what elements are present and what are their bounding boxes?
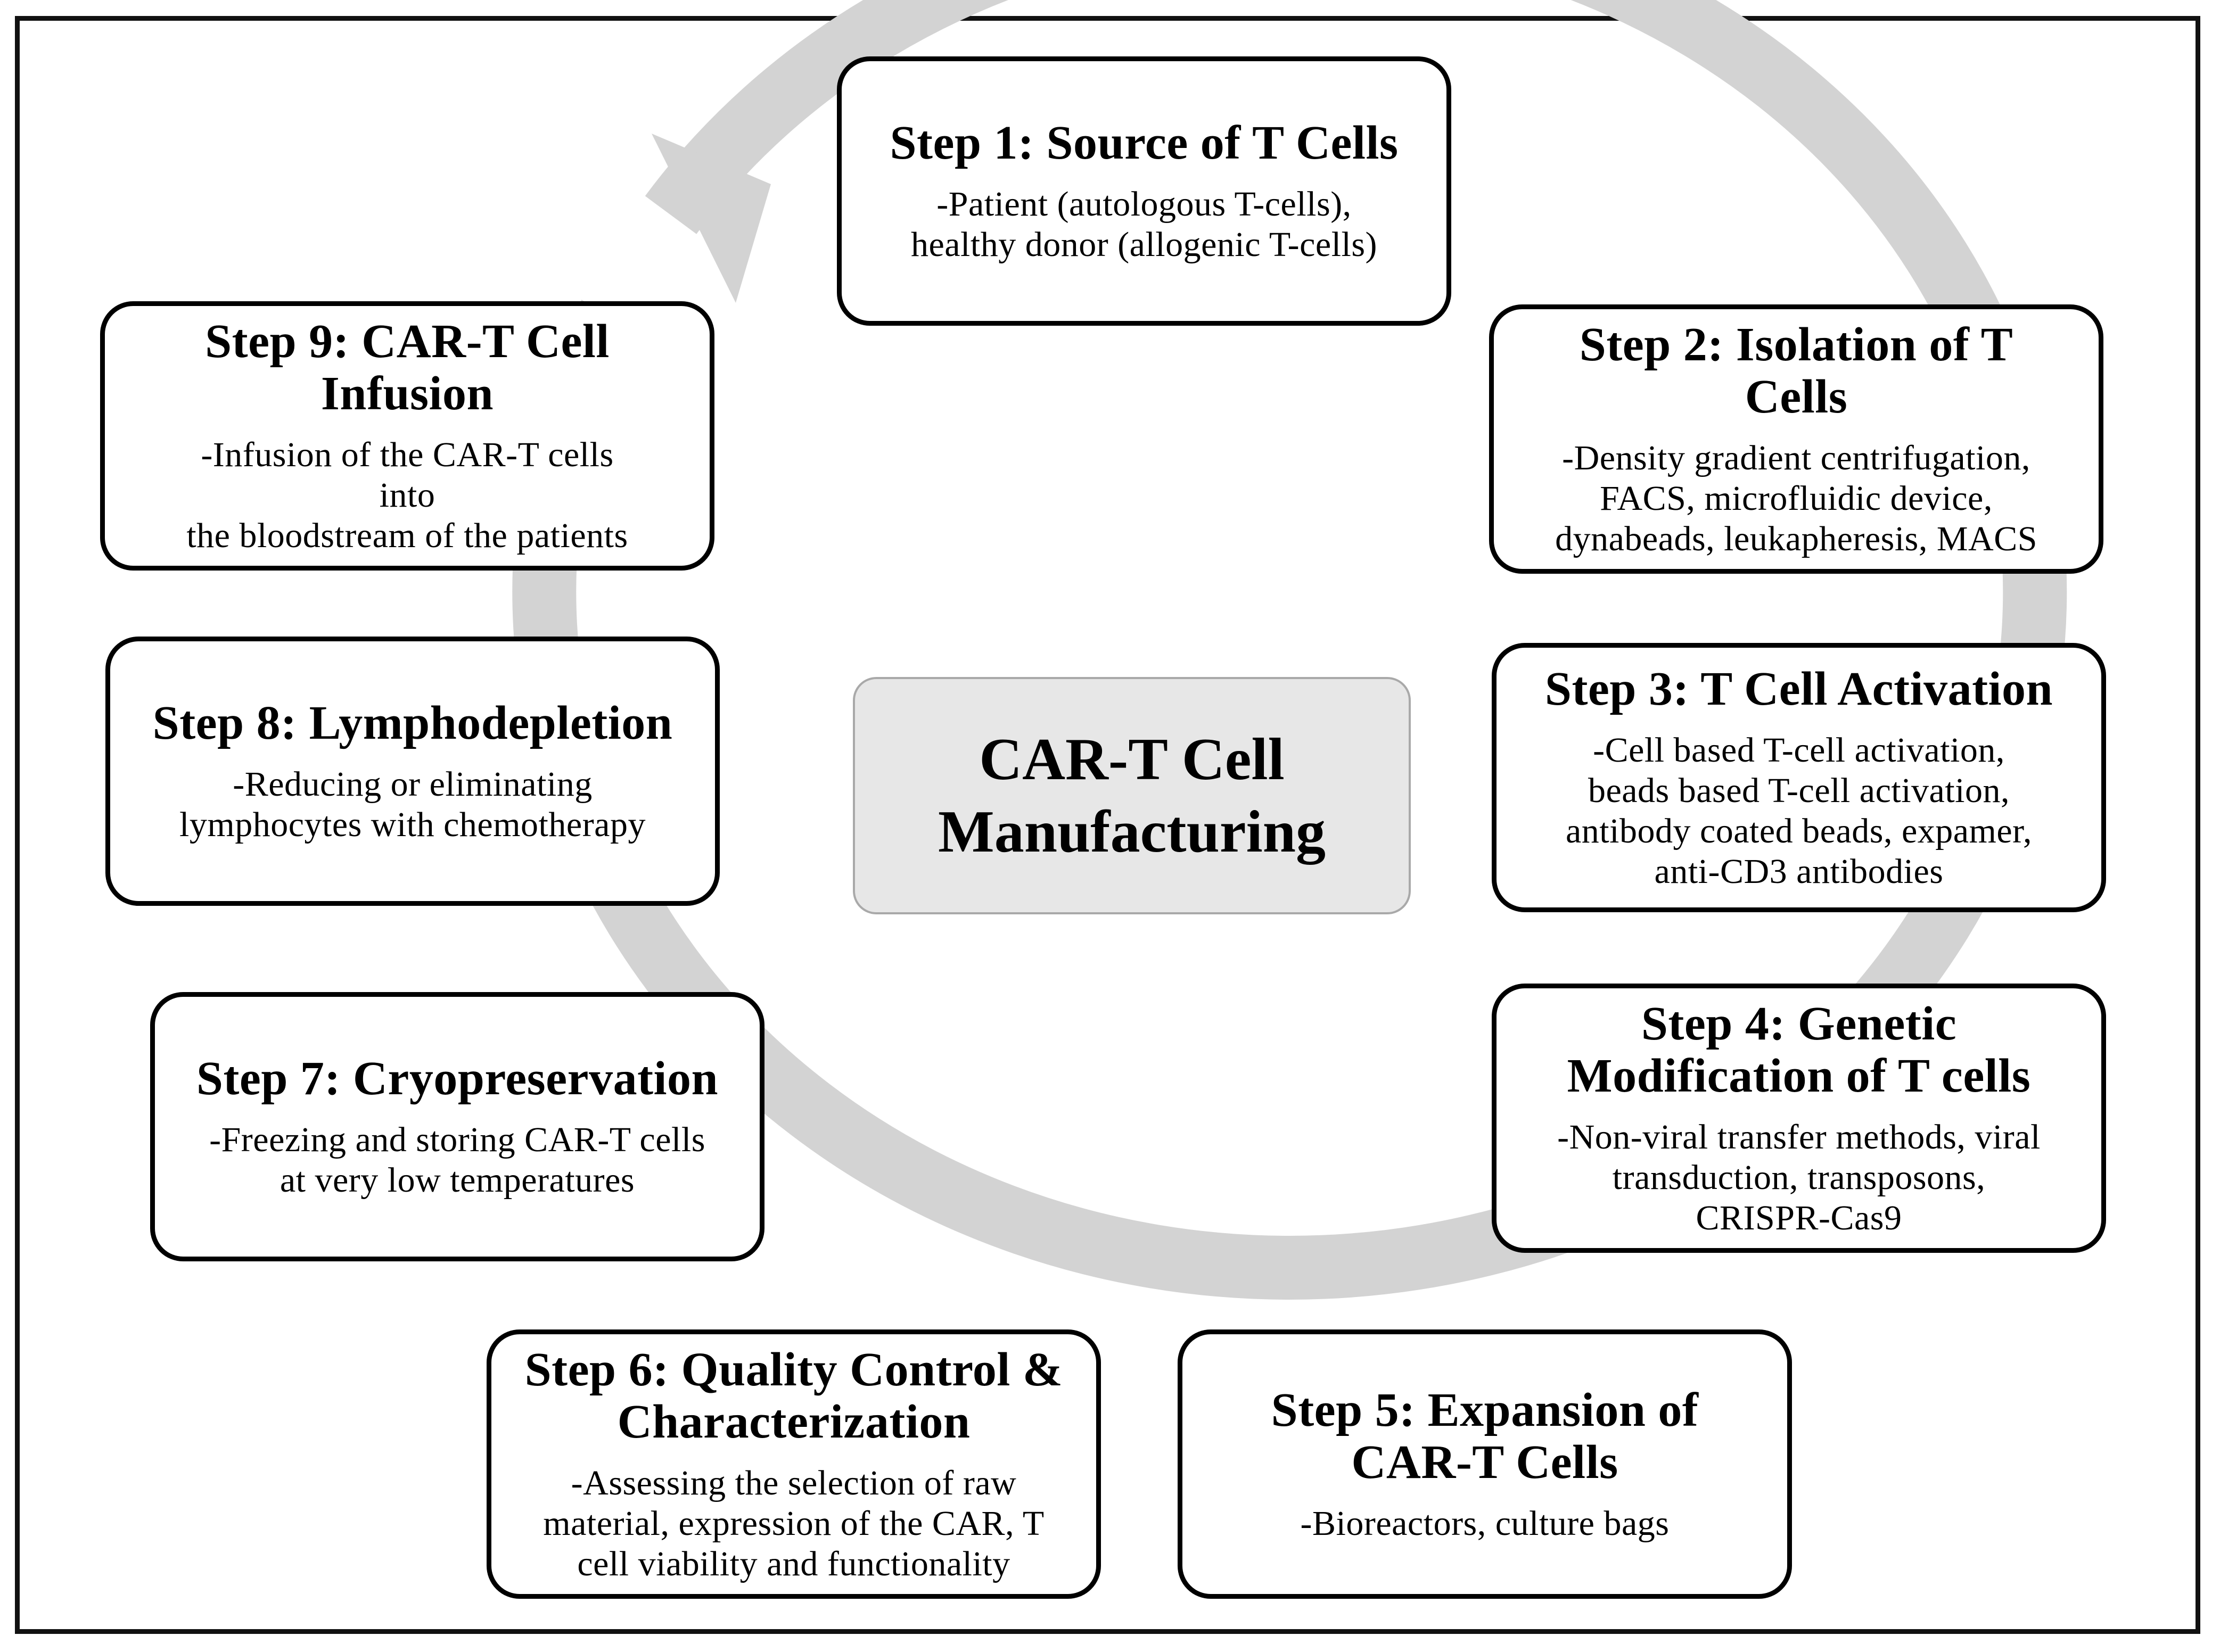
step-9-title: Step 9: CAR-T Cell Infusion xyxy=(205,315,610,420)
step-1-description: -Patient (autologous T-cells), healthy d… xyxy=(910,185,1378,264)
step-9-description: -Infusion of the CAR-T cells into the bl… xyxy=(186,435,628,555)
center-hub: CAR-T Cell Manufacturing xyxy=(853,677,1411,914)
step-2-title: Step 2: Isolation of T Cells xyxy=(1579,318,2013,423)
step-5-box: Step 5: Expansion of CAR-T Cells -Biorea… xyxy=(1178,1329,1792,1599)
figure-frame xyxy=(15,16,2200,1634)
step-7-description: -Freezing and storing CAR-T cells at ver… xyxy=(209,1120,705,1200)
step-3-title: Step 3: T Cell Activation xyxy=(1544,663,2053,715)
step-6-description: -Assessing the selection of raw material… xyxy=(543,1464,1045,1583)
step-3-description: -Cell based T-cell activation, beads bas… xyxy=(1565,731,2032,891)
step-8-title: Step 8: Lymphodepletion xyxy=(152,697,673,749)
step-6-box: Step 6: Quality Control & Characterizati… xyxy=(487,1329,1101,1599)
step-3-box: Step 3: T Cell Activation -Cell based T-… xyxy=(1492,643,2106,912)
step-1-box: Step 1: Source of T Cells -Patient (auto… xyxy=(837,56,1451,326)
step-2-description: -Density gradient centrifugation, FACS, … xyxy=(1555,439,2037,558)
step-2-box: Step 2: Isolation of T Cells -Density gr… xyxy=(1489,304,2103,574)
step-6-title: Step 6: Quality Control & Characterizati… xyxy=(524,1343,1063,1448)
step-5-title: Step 5: Expansion of CAR-T Cells xyxy=(1271,1384,1699,1489)
step-8-description: -Reducing or eliminating lymphocytes wit… xyxy=(179,765,646,844)
step-7-box: Step 7: Cryopreservation -Freezing and s… xyxy=(150,992,764,1261)
step-4-box: Step 4: Genetic Modification of T cells … xyxy=(1492,984,2106,1253)
step-1-title: Step 1: Source of T Cells xyxy=(890,117,1399,169)
step-4-description: -Non-viral transfer methods, viral trans… xyxy=(1557,1118,2041,1237)
cycle-arrowhead xyxy=(652,134,771,303)
cycle-ring xyxy=(512,0,2067,1300)
step-7-title: Step 7: Cryopreservation xyxy=(196,1052,719,1105)
step-9-box: Step 9: CAR-T Cell Infusion -Infusion of… xyxy=(100,301,714,571)
step-8-box: Step 8: Lymphodepletion -Reducing or eli… xyxy=(105,637,720,906)
step-5-description: -Bioreactors, culture bags xyxy=(1300,1504,1670,1543)
step-4-title: Step 4: Genetic Modification of T cells xyxy=(1567,997,2031,1102)
center-title: CAR-T Cell Manufacturing xyxy=(938,726,1326,865)
